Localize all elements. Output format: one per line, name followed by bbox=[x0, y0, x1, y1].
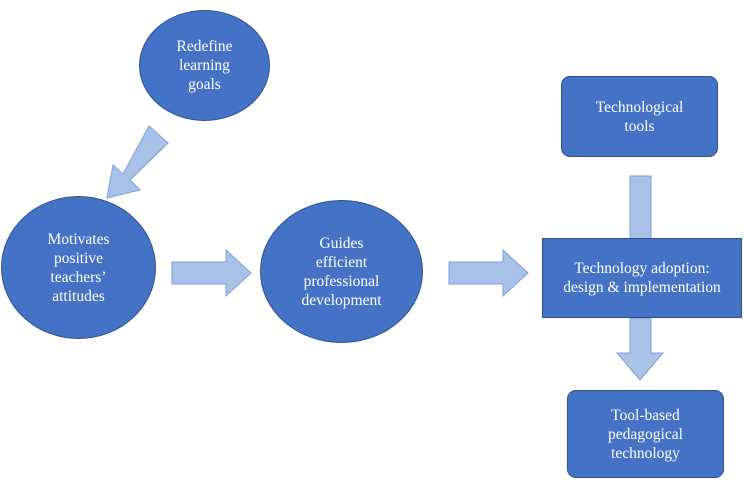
arrow-goals-to-attitudes bbox=[106, 125, 169, 199]
node-guides-development-label: Guides efficient professional developmen… bbox=[301, 234, 382, 309]
arrow-attitudes-to-development bbox=[171, 248, 252, 298]
arrow-adoption-to-tool-based bbox=[615, 317, 665, 381]
node-technological-tools: Technological tools bbox=[561, 76, 718, 157]
node-redefine-goals-label: Redefine learning goals bbox=[176, 38, 233, 93]
node-tool-based-technology-label: Tool-based pedagogical technology bbox=[608, 406, 683, 462]
node-motivates-attitudes-label: Motivates positive teachers’ attitudes bbox=[47, 230, 110, 305]
node-guides-development: Guides efficient professional developmen… bbox=[260, 200, 423, 343]
node-tool-based-technology: Tool-based pedagogical technology bbox=[567, 390, 724, 478]
arrow-tools-to-adoption bbox=[629, 175, 652, 241]
node-technology-adoption: Technology adoption: design & implementa… bbox=[542, 238, 742, 318]
arrow-development-to-adoption bbox=[448, 248, 529, 298]
node-technological-tools-label: Technological tools bbox=[595, 98, 684, 135]
node-motivates-attitudes: Motivates positive teachers’ attitudes bbox=[1, 196, 156, 339]
node-redefine-goals: Redefine learning goals bbox=[139, 10, 270, 121]
node-technology-adoption-label: Technology adoption: design & implementa… bbox=[563, 260, 721, 296]
